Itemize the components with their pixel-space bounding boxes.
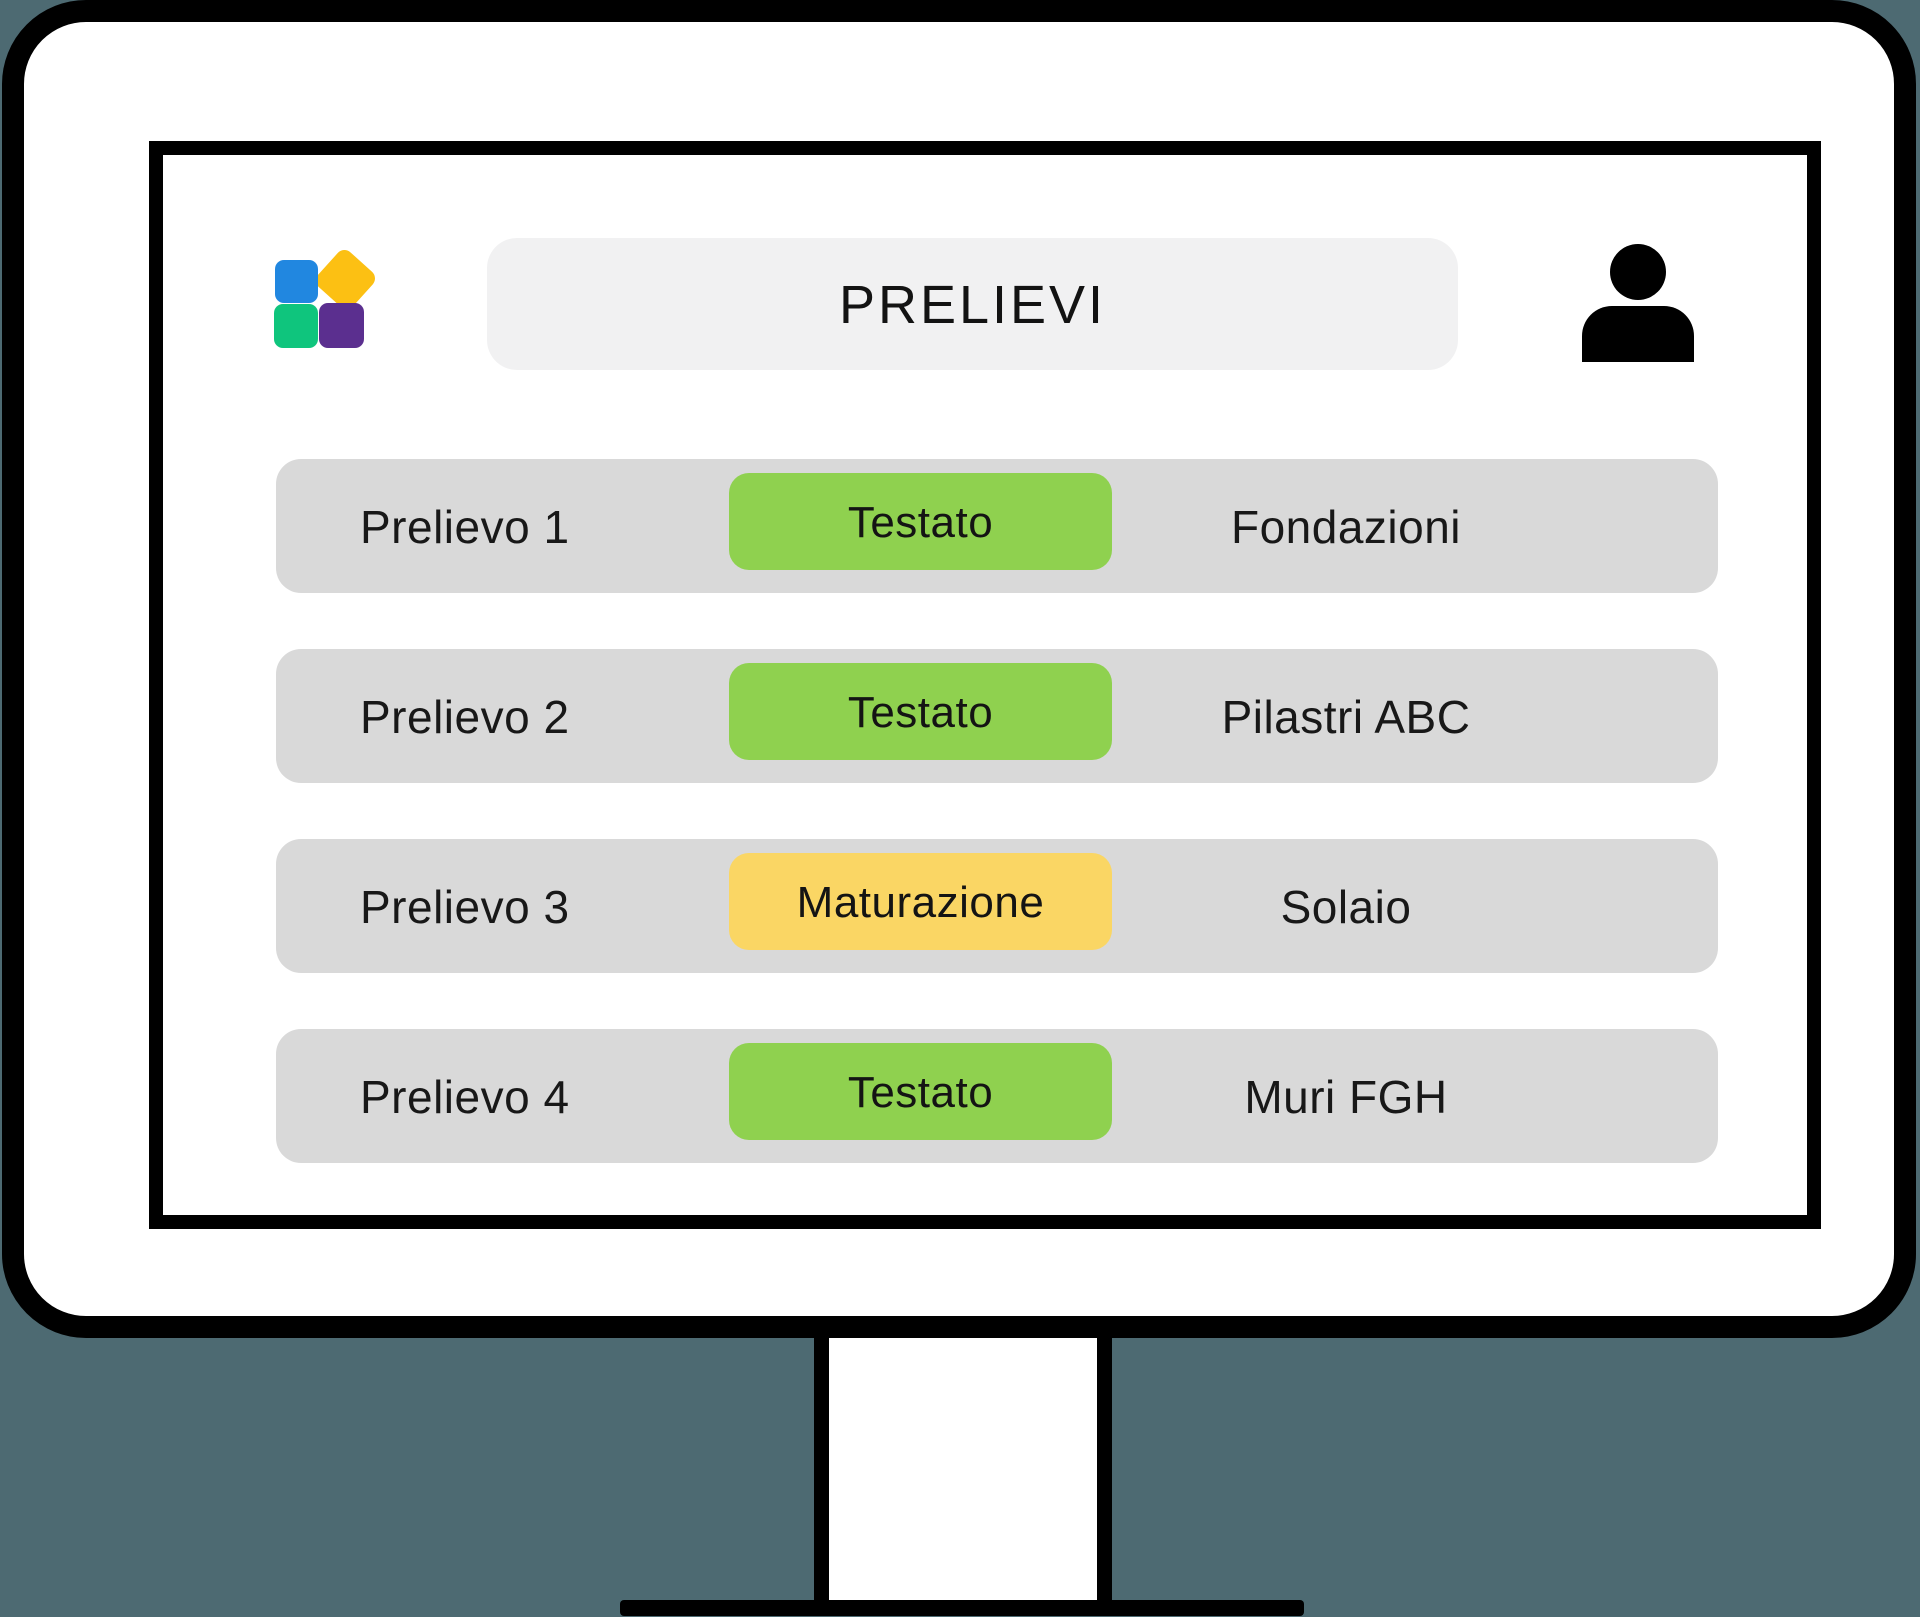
monitor-screen: PRELIEVI Prelievo 1 Testato Fondazioni P… <box>149 141 1821 1229</box>
status-badge[interactable]: Maturazione <box>729 853 1112 950</box>
monitor-stand-base <box>620 1600 1304 1616</box>
location-label: Solaio <box>1280 881 1412 933</box>
user-icon[interactable] <box>1582 244 1694 362</box>
list-item[interactable]: Prelievo 3 Maturazione Solaio <box>276 839 1718 973</box>
title-bar: PRELIEVI <box>487 238 1458 370</box>
logo-square-blue-icon <box>275 260 318 303</box>
sample-name-label: Prelievo 3 <box>360 881 570 933</box>
app-window: PRELIEVI Prelievo 1 Testato Fondazioni P… <box>163 155 1807 1215</box>
status-badge[interactable]: Testato <box>729 663 1112 760</box>
user-icon-body <box>1582 306 1694 362</box>
app-logo[interactable] <box>274 246 379 349</box>
user-icon-head <box>1610 244 1666 300</box>
page-title: PRELIEVI <box>838 275 1107 335</box>
location-label: Muri FGH <box>1244 1071 1448 1123</box>
monitor-stand-neck <box>814 1334 1112 1602</box>
list-item[interactable]: Prelievo 2 Testato Pilastri ABC <box>276 649 1718 783</box>
list-item[interactable]: Prelievo 4 Testato Muri FGH <box>276 1029 1718 1163</box>
sample-name-label: Prelievo 1 <box>360 501 570 553</box>
status-badge[interactable]: Testato <box>729 1043 1112 1140</box>
status-badge[interactable]: Testato <box>729 473 1112 570</box>
sample-name-label: Prelievo 2 <box>360 691 570 743</box>
monitor-frame: PRELIEVI Prelievo 1 Testato Fondazioni P… <box>2 0 1916 1338</box>
logo-square-green-icon <box>274 304 318 348</box>
location-label: Pilastri ABC <box>1221 691 1471 743</box>
sample-name-label: Prelievo 4 <box>360 1071 570 1123</box>
logo-square-purple-icon <box>319 303 364 348</box>
location-label: Fondazioni <box>1230 501 1462 553</box>
list-item[interactable]: Prelievo 1 Testato Fondazioni <box>276 459 1718 593</box>
